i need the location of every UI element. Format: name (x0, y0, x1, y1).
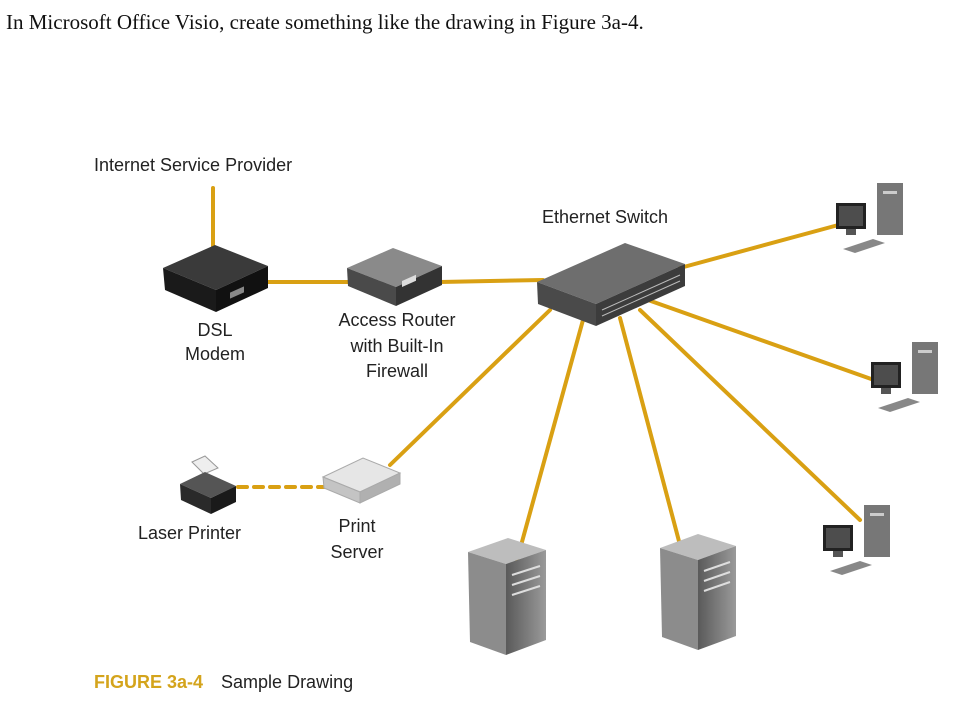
router-label-line-2: with Built-In (349, 336, 443, 356)
server-tower-icon (660, 534, 736, 650)
printer-label: Laser Printer (138, 523, 241, 543)
switch-icon (537, 243, 685, 326)
print-server-label-line-1: Print (338, 516, 375, 536)
link-switch-server-2 (618, 316, 682, 547)
printer-icon (180, 455, 236, 514)
link-router-switch (438, 278, 545, 284)
figure-caption: FIGURE 3a-4 Sample Drawing (94, 672, 353, 693)
router-icon (347, 248, 442, 306)
print-server-icon (321, 457, 402, 504)
workstation-icon (871, 342, 938, 412)
workstation-icon (836, 183, 903, 253)
link-switch-workstation-2 (646, 298, 876, 382)
switch-label: Ethernet Switch (542, 207, 668, 227)
server-tower-icon (468, 538, 546, 655)
instruction-text: In Microsoft Office Visio, create someth… (6, 10, 644, 34)
link-switch-server-1 (515, 318, 585, 562)
workstation-icon (823, 505, 890, 575)
dsl-modem-icon (163, 245, 268, 312)
figure-number: FIGURE 3a-4 (94, 672, 204, 692)
links (211, 186, 876, 562)
router-label-line-3: Firewall (366, 361, 428, 381)
link-switch-workstation-3 (638, 308, 862, 522)
router-label-line-1: Access Router (338, 310, 455, 330)
link-switch-print-server (388, 308, 552, 467)
isp-label: Internet Service Provider (94, 155, 292, 175)
dsl-modem-label-line-2: Modem (185, 344, 245, 364)
dsl-modem-label-line-1: DSL (197, 320, 232, 340)
print-server-label-line-2: Server (330, 542, 383, 562)
figure-title: Sample Drawing (221, 672, 354, 692)
link-switch-workstation-1 (678, 222, 844, 270)
